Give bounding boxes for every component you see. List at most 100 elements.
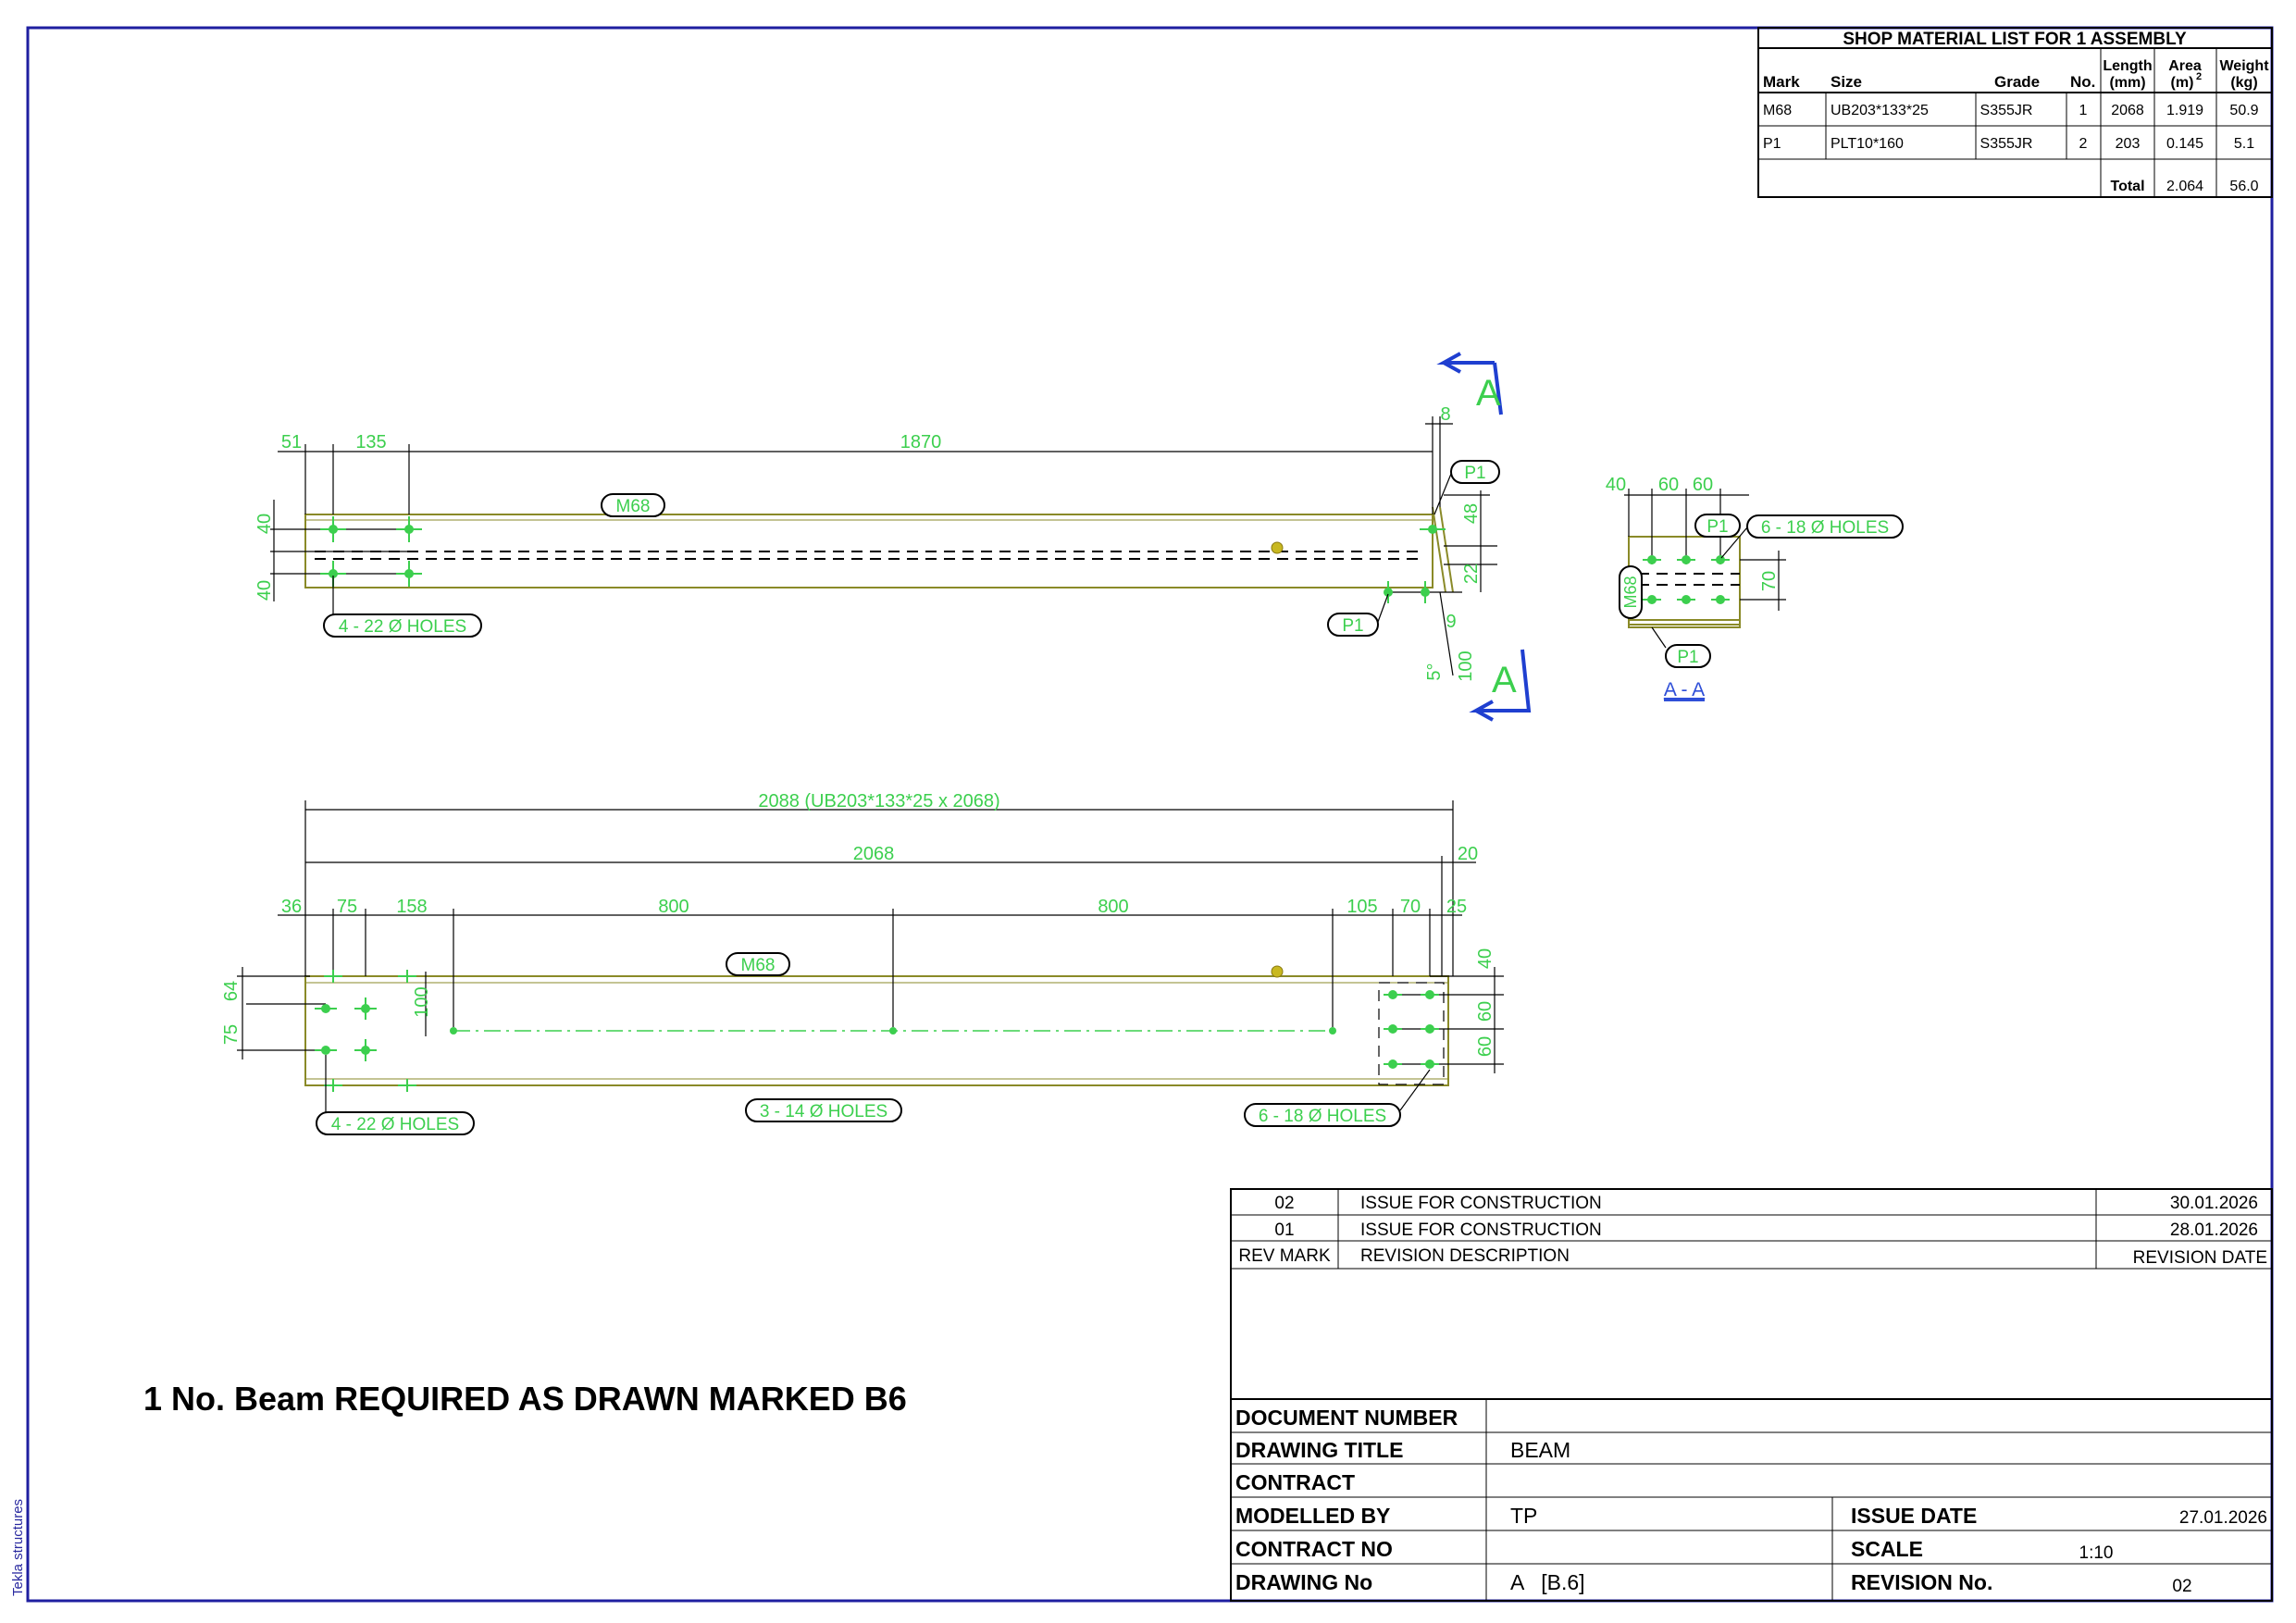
rev-header-description: REVISION DESCRIPTION <box>1360 1246 1570 1266</box>
software-label: Tekla structures <box>10 1499 26 1596</box>
hole-note: 4 - 22 Ø HOLES <box>331 1115 459 1134</box>
part-mark-p1: P1 <box>1677 648 1698 667</box>
header-length-unit: (mm) <box>2109 75 2145 91</box>
row-area: 1.919 <box>2166 103 2203 118</box>
bolt-hole <box>398 1079 416 1092</box>
drawing-title: BEAM <box>1510 1438 1570 1462</box>
dim-text: 100 <box>412 986 432 1017</box>
bolt-hole <box>315 1046 337 1055</box>
header-area-unit: (m) <box>2171 75 2194 91</box>
revision-no-label: REVISION No. <box>1851 1570 1992 1594</box>
modelled-by-label: MODELLED BY <box>1235 1504 1390 1528</box>
part-mark-p1: P1 <box>1706 517 1728 537</box>
dim-text: 1870 <box>900 432 942 452</box>
bolt-hole <box>398 970 416 983</box>
issue-date: 27.01.2026 <box>2179 1508 2267 1528</box>
section-view-a-a: 40 60 60 70 P1 6 - 18 Ø HOLES M68 P1 A -… <box>1606 475 1904 701</box>
beam-elevation-view: 2088 (UB203*133*25 x 2068) 2068 20 36 75… <box>221 791 1504 1135</box>
dim-length: 2068 <box>853 844 895 864</box>
rev-header-date: REVISION DATE <box>2133 1248 2267 1268</box>
workpoint-marker <box>1271 965 1284 978</box>
part-mark-tag <box>1694 514 1741 538</box>
header-size: Size <box>1831 73 1862 91</box>
row-grade: S355JR <box>1980 103 2033 118</box>
header-mark: Mark <box>1763 73 1800 91</box>
row-weight: 5.1 <box>2234 136 2254 152</box>
rev-mark: 01 <box>1274 1220 1294 1240</box>
row-mark: M68 <box>1763 103 1792 118</box>
row-grade: S355JR <box>1980 136 2033 152</box>
part-mark-tag <box>1665 644 1711 668</box>
row-mark: P1 <box>1763 136 1781 152</box>
section-label: A - A <box>1664 679 1705 700</box>
header-area-superscript: 2 <box>2196 71 2202 82</box>
revision-no: 02 <box>2172 1577 2191 1596</box>
dim-text: 70 <box>1400 897 1421 917</box>
dim-text: 40 <box>1475 948 1496 969</box>
total-area: 2.064 <box>2166 179 2203 194</box>
part-mark-tag <box>1327 613 1379 637</box>
dim-text: 5° <box>1424 663 1445 680</box>
bolt-hole <box>354 1039 377 1061</box>
contract-no-label: CONTRACT NO <box>1235 1537 1393 1561</box>
document-number-label: DOCUMENT NUMBER <box>1235 1406 1458 1430</box>
dim-text: 75 <box>337 897 357 917</box>
header-weight-unit: (kg) <box>2230 75 2257 91</box>
row-length: 2068 <box>2111 103 2144 118</box>
dim-text: 60 <box>1658 475 1679 495</box>
modelled-by: TP <box>1510 1504 1537 1528</box>
bolt-hole <box>1329 1027 1336 1035</box>
bolt-hole <box>1677 595 1695 604</box>
row-area: 0.145 <box>2166 136 2203 152</box>
section-letter: A <box>1476 373 1501 414</box>
dim-text: 9 <box>1446 612 1456 632</box>
dim-text: 60 <box>1475 1001 1496 1022</box>
header-length: Length <box>2103 58 2152 74</box>
dim-text: 40 <box>254 580 275 601</box>
header-area: Area <box>2168 58 2202 74</box>
rev-header-mark: REV MARK <box>1238 1246 1331 1266</box>
bolt-hole <box>1421 990 1439 999</box>
contract-label: CONTRACT <box>1235 1470 1355 1494</box>
bolt-hole <box>354 997 377 1020</box>
dim-text: 48 <box>1461 503 1482 524</box>
dim-text: 51 <box>281 432 302 452</box>
rev-description: ISSUE FOR CONSTRUCTION <box>1360 1220 1602 1240</box>
dim-text: 158 <box>396 897 427 917</box>
row-no: 1 <box>2079 103 2088 118</box>
dim-text: 64 <box>221 981 242 1001</box>
dim-text: 40 <box>1606 475 1626 495</box>
bolt-hole <box>324 970 342 983</box>
hole-note-tag <box>323 613 482 638</box>
bolt-hole <box>396 561 422 587</box>
header-no: No. <box>2070 73 2095 91</box>
dim-text: 105 <box>1347 897 1377 917</box>
hole-note-tag <box>745 1098 902 1122</box>
section-arrow <box>1469 649 1532 722</box>
bolt-hole <box>889 1027 897 1035</box>
bolt-hole <box>1677 555 1695 564</box>
section-arrow <box>1436 352 1503 415</box>
total-label: Total <box>2110 179 2144 194</box>
part-mark-tag <box>726 952 790 976</box>
bolt-hole <box>1711 555 1730 564</box>
workpoint-marker <box>1271 541 1284 554</box>
hole-note-tag <box>1244 1103 1401 1127</box>
material-row: M68 UB203*133*25 S355JR 1 2068 1.919 50.… <box>1763 103 2259 118</box>
bolt-hole <box>1643 555 1661 564</box>
bolt-hole <box>1421 1059 1439 1069</box>
dim-overall: 2088 (UB203*133*25 x 2068) <box>758 791 999 812</box>
row-length: 203 <box>2116 136 2141 152</box>
total-weight: 56.0 <box>2229 179 2258 194</box>
beam-plan-view: 51 135 1870 8 40 40 48 22 9 100 5° M <box>254 352 1532 722</box>
bolt-hole <box>315 1004 337 1013</box>
section-outline <box>1628 536 1741 626</box>
bolt-hole <box>1421 581 1430 603</box>
dim-text: 40 <box>254 514 275 534</box>
issue-date-label: ISSUE DATE <box>1851 1504 1977 1528</box>
bolt-hole <box>1384 1059 1402 1069</box>
hole-note-tag <box>1746 514 1904 539</box>
hole-note: 4 - 22 Ø HOLES <box>339 617 466 637</box>
part-mark-m68: M68 <box>1621 576 1640 608</box>
